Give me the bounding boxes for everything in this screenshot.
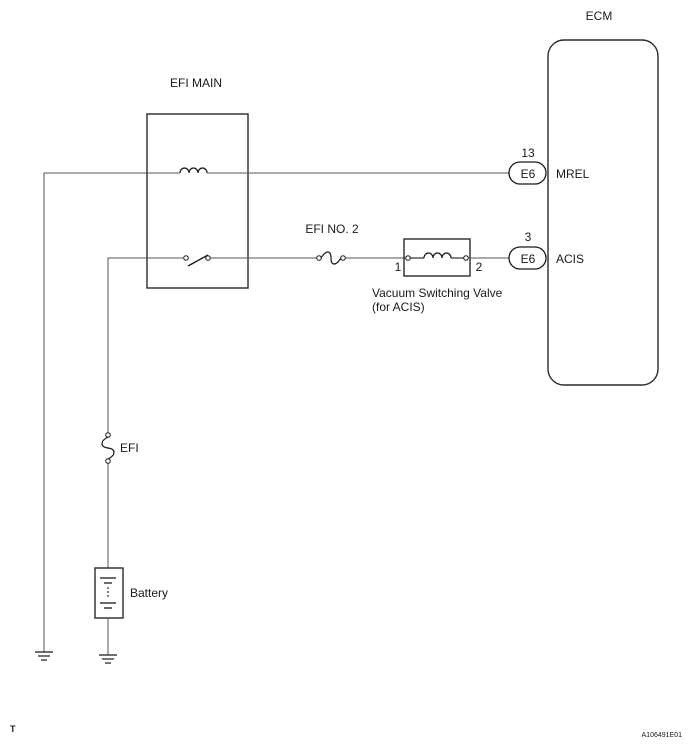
- connector-e6-label: E6: [521, 167, 536, 181]
- vsv-name-line1: Vacuum Switching Valve: [372, 286, 503, 300]
- relay-title: EFI MAIN: [170, 76, 222, 90]
- connector-e6-pin13: [508, 161, 547, 185]
- ground-icon: [35, 651, 53, 661]
- battery-wire: [107, 257, 317, 568]
- battery-label: Battery: [130, 586, 168, 600]
- figure-id: A106491E01: [642, 732, 683, 739]
- fuse-efi-no2-label: EFI NO. 2: [305, 222, 359, 236]
- signal-mrel: MREL: [556, 167, 590, 181]
- connector-e6-pin3: [508, 246, 547, 270]
- vsv-pin-1: 1: [395, 260, 402, 274]
- connector-e6-label-2: E6: [521, 252, 536, 266]
- vsv-box: [403, 238, 471, 277]
- fuse-efi-icon: [101, 432, 115, 464]
- vsv-name-line2: (for ACIS): [372, 300, 425, 314]
- fuse-efi-no2-icon: [316, 251, 346, 265]
- corner-mark: T: [10, 724, 16, 734]
- fuse-efi-label: EFI: [120, 441, 139, 455]
- battery-icon: [100, 577, 116, 609]
- vsv-coil-icon: [405, 252, 469, 261]
- ecm-box: [547, 39, 659, 386]
- ecm-title: ECM: [586, 9, 613, 23]
- battery-box: [94, 567, 124, 619]
- ground-icon-battery: [99, 654, 117, 664]
- relay-coil-icon: [179, 167, 208, 174]
- relay-switch-icon: [183, 254, 211, 267]
- efi-main-relay-box: [146, 113, 249, 289]
- vsv-pin-2: 2: [476, 260, 483, 274]
- signal-acis: ACIS: [556, 252, 584, 266]
- pin-13-number: 13: [521, 146, 535, 160]
- pin-3-number: 3: [525, 230, 532, 244]
- mrel-wire: [43, 172, 509, 652]
